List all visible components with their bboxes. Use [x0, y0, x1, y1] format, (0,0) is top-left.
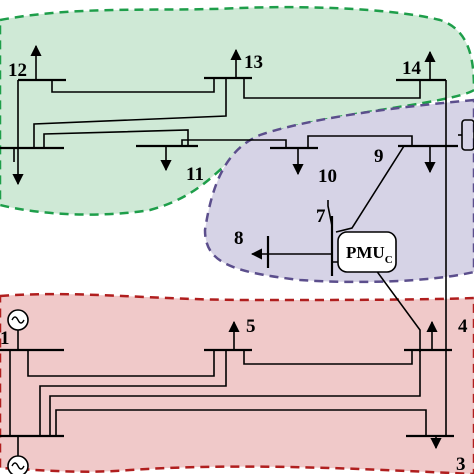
- bus-label-9: 9: [374, 146, 384, 167]
- bus-label-14: 14: [402, 58, 422, 79]
- bus-label-13: 13: [244, 52, 263, 73]
- region-red: [0, 292, 474, 474]
- pmu-box: [337, 231, 397, 273]
- bus-label-3: 3: [456, 454, 466, 474]
- bus-label-11: 11: [186, 164, 204, 185]
- pmu-label: PMUC: [346, 243, 393, 266]
- bus-label-7: 7: [316, 206, 326, 227]
- bus-label-1: 1: [0, 328, 10, 349]
- bus-label-8: 8: [234, 228, 244, 249]
- bus-label-5: 5: [246, 316, 256, 337]
- bus-label-12: 12: [8, 60, 27, 81]
- bus-label-10: 10: [318, 166, 337, 187]
- bus-label-4: 4: [458, 316, 468, 337]
